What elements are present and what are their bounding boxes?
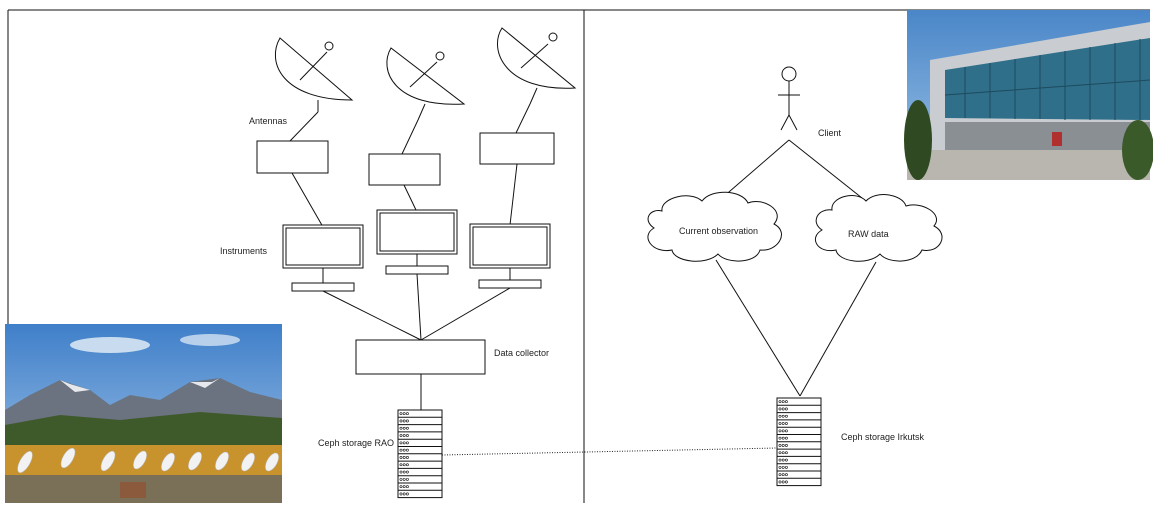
observatory-building-photo	[904, 10, 1153, 180]
receiver-box-1	[256, 140, 329, 174]
antenna-dish-2-icon	[386, 47, 466, 121]
server-rack-irkutsk-icon	[776, 397, 822, 487]
client-person-icon	[778, 66, 800, 131]
raw-data-cloud-icon	[815, 194, 943, 262]
ceph-storage-irkutsk-label: Ceph storage Irkutsk	[841, 432, 925, 442]
receiver-box-2	[368, 153, 441, 186]
data-collector-box	[355, 339, 486, 375]
instrument-monitor-2-icon	[376, 209, 458, 275]
replication-link	[441, 447, 778, 456]
instrument-monitor-3-icon	[469, 223, 551, 289]
antenna-dish-1-icon	[275, 37, 354, 112]
antennas-label: Antennas	[249, 116, 288, 126]
radio-telescope-array-photo	[5, 324, 282, 503]
server-rack-rao-icon	[397, 409, 443, 499]
data-collector-label: Data collector	[494, 348, 549, 358]
antenna-dish-3-icon	[497, 27, 577, 105]
current-observation-cloud-icon	[647, 191, 782, 262]
current-observation-label: Current observation	[679, 226, 758, 236]
ceph-storage-rao-label: Ceph storage RAO	[318, 438, 394, 448]
client-label: Client	[818, 128, 842, 138]
raw-data-label: RAW data	[848, 229, 889, 239]
instruments-label: Instruments	[220, 246, 268, 256]
instrument-monitor-1-icon	[282, 224, 364, 292]
receiver-box-3	[479, 132, 555, 165]
